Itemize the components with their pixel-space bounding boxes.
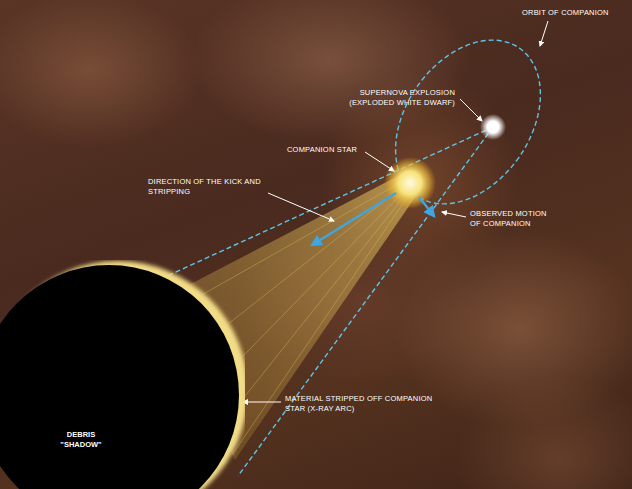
motion-arrow bbox=[419, 197, 434, 216]
companion-star bbox=[384, 157, 436, 209]
orbit-label: ORBIT OF COMPANION bbox=[522, 8, 609, 18]
kick-arrow bbox=[312, 193, 396, 245]
shadow-label: DEBRIS "SHADOW" bbox=[53, 430, 109, 450]
debris-shadow: DEBRIS "SHADOW" bbox=[0, 260, 245, 489]
supernova-burst bbox=[480, 114, 506, 140]
kick-label: DIRECTION OF THE KICK AND STRIPPING bbox=[148, 177, 266, 197]
supernova-label: SUPERNOVA EXPLOSION (EXPLODED WHITE DWAR… bbox=[330, 88, 455, 108]
orbit-ellipse bbox=[366, 13, 571, 232]
cone-line bbox=[238, 127, 493, 476]
motion-label: OBSERVED MOTION OF COMPANION bbox=[470, 209, 558, 229]
cone-line bbox=[143, 127, 493, 287]
shadow-circle bbox=[0, 260, 245, 489]
arc-label: MATERIAL STRIPPED OFF COMPANION STAR (X-… bbox=[285, 394, 433, 414]
companion-label: COMPANION STAR bbox=[287, 145, 357, 155]
